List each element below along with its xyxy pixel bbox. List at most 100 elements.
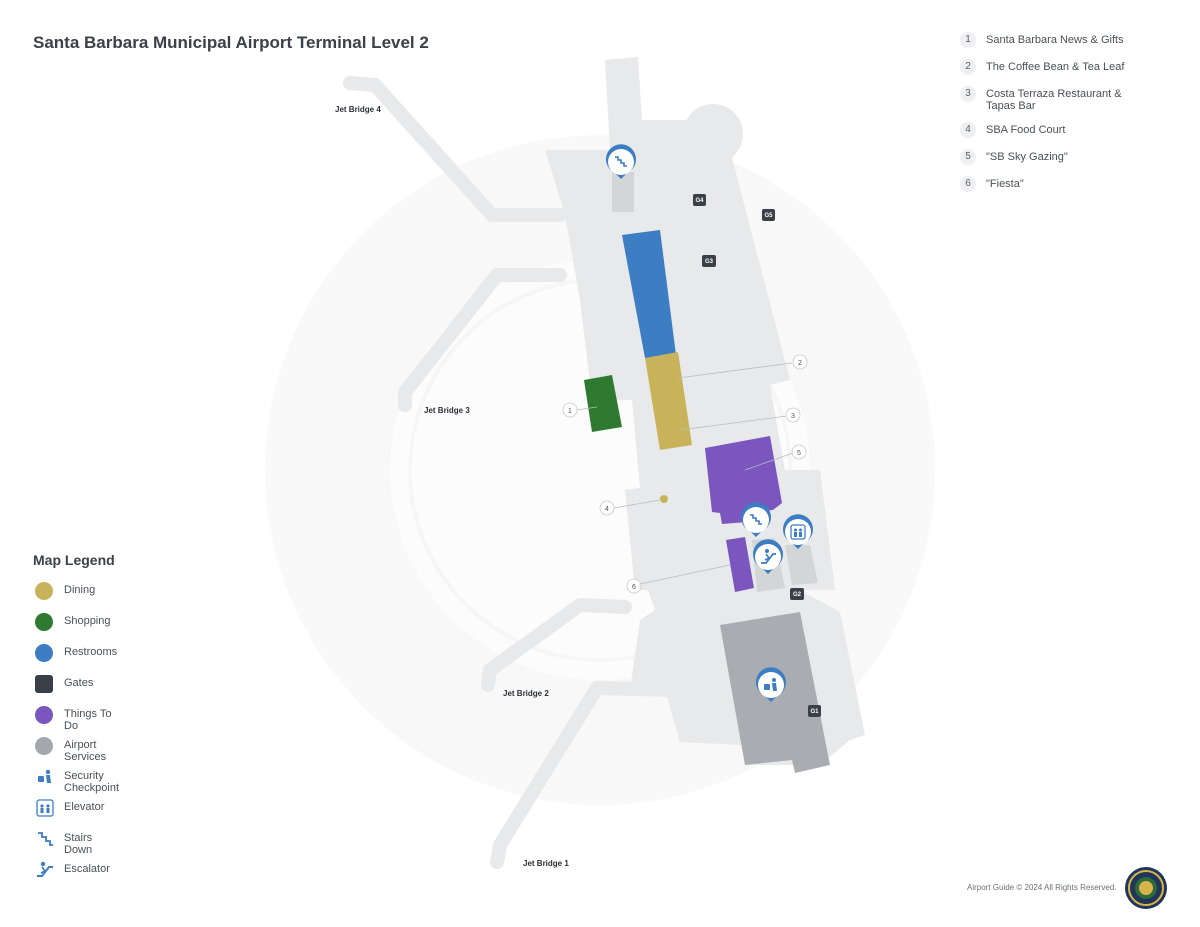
legend-item-security-checkpoint[interactable]: Security Checkpoint: [33, 768, 119, 799]
legend-label: Security Checkpoint: [64, 770, 120, 794]
elevator-icon: [790, 524, 806, 540]
poi-list-number: 1: [960, 32, 976, 48]
gate-g1[interactable]: G1: [808, 705, 821, 717]
legend-item-restrooms[interactable]: Restrooms: [33, 644, 118, 675]
poi-list-item-6[interactable]: 6 "Fiesta": [960, 176, 1160, 205]
legend-label: Things To Do: [64, 708, 112, 732]
poi-marker-1[interactable]: 1: [562, 402, 578, 418]
legend-item-stairs-down[interactable]: Stairs Down: [33, 830, 115, 861]
elevator-area: [785, 545, 818, 585]
map-pins: [606, 144, 813, 702]
shopping-zone: [584, 375, 622, 432]
legend-label: Shopping: [64, 615, 111, 627]
security-checkpoint-icon: [38, 769, 51, 783]
legend-item-airport-services[interactable]: Airport Services: [33, 737, 115, 768]
legend-label: Dining: [64, 584, 96, 596]
gate-g2[interactable]: G2: [790, 588, 804, 600]
airport-guide-seal-logo: [1125, 867, 1167, 909]
poi-list-item-4[interactable]: 4 SBA Food Court: [960, 122, 1160, 151]
poi-list-label: Santa Barbara News & Gifts: [986, 34, 1124, 46]
poi-list-label: SBA Food Court: [986, 124, 1066, 136]
copyright-footer: Airport Guide © 2024 All Rights Reserved…: [967, 883, 1117, 892]
jet-bridge-3-walkway: [398, 268, 567, 412]
stairs-area-top: [612, 172, 634, 212]
jet-bridge-2-walkway: [481, 598, 632, 692]
stairs-down-icon: [615, 156, 627, 167]
gate-g5-label: G5: [764, 213, 773, 219]
poi-marker-2[interactable]: 2: [792, 354, 808, 370]
poi-list-number: 5: [960, 149, 976, 165]
poi-marker-4-label: 4: [605, 506, 609, 513]
dining-zone: [645, 352, 692, 450]
legend-item-things-to-do[interactable]: Things To Do: [33, 706, 115, 737]
jet-bridge-4-label: Jet Bridge 4: [335, 105, 381, 114]
jet-bridge-2-label: Jet Bridge 2: [503, 689, 549, 698]
map-title: Santa Barbara Municipal Airport Terminal…: [33, 33, 429, 52]
airport-services-swatch: [35, 737, 53, 755]
security-checkpoint-icon: [764, 678, 777, 691]
poi-list-item-5[interactable]: 5 "SB Sky Gazing": [960, 149, 1160, 178]
poi-list-item-1[interactable]: 1 Santa Barbara News & Gifts: [960, 32, 1160, 61]
stairs-down-icon: [750, 514, 762, 525]
poi-marker-3[interactable]: 3: [785, 407, 801, 423]
things-to-do-zone-6: [726, 537, 754, 592]
poi-list-label: "SB Sky Gazing": [986, 151, 1068, 163]
legend-item-gates[interactable]: Gates: [33, 675, 115, 706]
legend-label: Elevator: [64, 801, 105, 813]
legend-item-escalator[interactable]: Escalator: [33, 861, 115, 892]
legend-title: Map Legend: [33, 552, 115, 568]
escalator-pin[interactable]: [753, 539, 783, 574]
restrooms-swatch: [35, 644, 53, 662]
stairs-down-pin-top[interactable]: [606, 144, 636, 179]
jet-bridge-4-walkway: [343, 76, 567, 222]
poi-markers: 1 2 3 4 5 6: [562, 354, 808, 594]
legend-item-shopping[interactable]: Shopping: [33, 613, 115, 644]
jet-bridge-3-label: Jet Bridge 3: [424, 406, 470, 415]
elevator-icon: [36, 799, 54, 817]
poi-marker-1-label: 1: [568, 408, 572, 415]
map-legend: Map Legend Dining Shopping Restrooms Gat…: [33, 552, 119, 892]
dining-swatch: [35, 582, 53, 600]
gate-g5[interactable]: G5: [762, 209, 775, 221]
restrooms-zone: [622, 230, 676, 358]
legend-label: Gates: [64, 677, 94, 689]
security-checkpoint-pin[interactable]: [756, 667, 786, 702]
food-court-dot: [660, 495, 668, 503]
poi-list-number: 2: [960, 59, 976, 75]
poi-marker-3-label: 3: [791, 413, 795, 420]
poi-marker-6[interactable]: 6: [626, 578, 642, 594]
gate-g4[interactable]: G4: [693, 194, 706, 206]
poi-list-label: The Coffee Bean & Tea Leaf: [986, 61, 1125, 73]
poi-list-item-2[interactable]: 2 The Coffee Bean & Tea Leaf: [960, 59, 1160, 88]
callout-lines: [576, 362, 794, 585]
gate-g4-label: G4: [695, 198, 704, 204]
gate-g2-label: G2: [793, 592, 802, 598]
escalator-icon: [761, 549, 776, 564]
elevator-pin[interactable]: [783, 514, 813, 549]
poi-list-number: 3: [960, 86, 976, 102]
stairs-down-pin-lower[interactable]: [741, 502, 771, 537]
points-of-interest-list: 1 Santa Barbara News & Gifts 2 The Coffe…: [960, 32, 1160, 205]
poi-list-label: "Fiesta": [986, 178, 1024, 190]
things-to-do-zone-5: [705, 436, 782, 524]
gates-swatch: [35, 675, 53, 693]
gate-badges: G4 G5 G3 G2 G1: [693, 194, 821, 717]
legend-item-elevator[interactable]: Elevator: [33, 799, 115, 830]
shopping-swatch: [35, 613, 53, 631]
gate-g3[interactable]: G3: [702, 255, 716, 267]
legend-item-dining[interactable]: Dining: [33, 582, 115, 613]
poi-list-label: Costa Terraza Restaurant & Tapas Bar: [986, 88, 1122, 112]
legend-label: Restrooms: [64, 646, 118, 658]
poi-marker-5[interactable]: 5: [791, 444, 807, 460]
gate-g1-label: G1: [810, 709, 819, 715]
poi-marker-6-label: 6: [632, 584, 636, 591]
poi-list-item-3[interactable]: 3 Costa Terraza Restaurant & Tapas Bar: [960, 86, 1126, 124]
poi-list-number: 4: [960, 122, 976, 138]
escalator-icon: [37, 861, 53, 877]
poi-marker-4[interactable]: 4: [599, 500, 615, 516]
poi-marker-2-label: 2: [798, 360, 802, 367]
legend-label: Airport Services: [64, 739, 107, 763]
things-to-do-swatch: [35, 706, 53, 724]
poi-marker-5-label: 5: [797, 450, 801, 457]
